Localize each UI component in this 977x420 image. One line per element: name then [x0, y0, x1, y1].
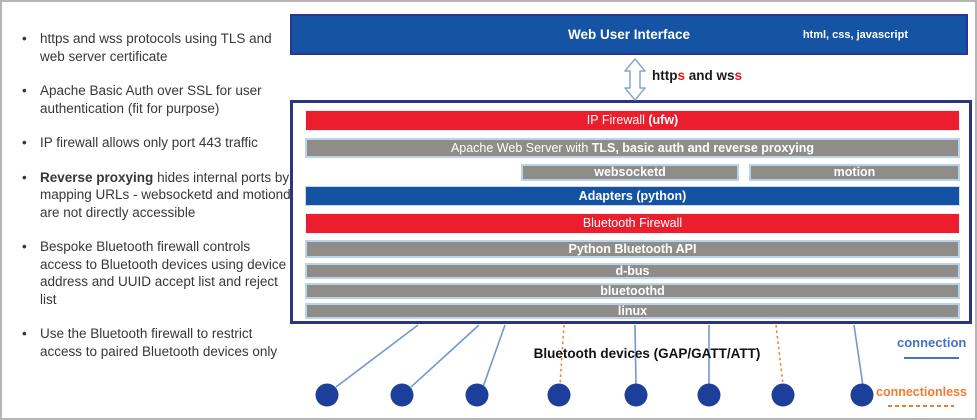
protocol-text: and ws	[685, 68, 735, 83]
layer-websocketd: websocketd	[521, 164, 739, 181]
bullet-text: hides internal ports by mapping URLs - w…	[40, 169, 291, 220]
security-notes-panel: https and wss protocols using TLS and we…	[2, 2, 292, 418]
layer-apache-web-server: Apache Web Server with TLS, basic auth a…	[305, 138, 960, 158]
bluetooth-devices-label: Bluetooth devices (GAP/GATT/ATT)	[533, 346, 761, 361]
protocol-s-accent: s	[677, 68, 685, 83]
bidirectional-arrow-icon	[624, 58, 646, 101]
layer-label-bold: (ufw)	[648, 113, 679, 127]
bullet-item: IP firewall allows only port 443 traffic	[20, 134, 292, 152]
connection-line	[410, 324, 480, 388]
protocol-text: http	[652, 68, 678, 83]
web-ui-title: Web User Interface	[567, 27, 691, 42]
bullet-text: https and wss protocols using TLS and we…	[40, 31, 272, 64]
layer-label-bold: TLS, basic auth and reverse proxying	[591, 141, 815, 155]
bullet-text: IP firewall allows only port 443 traffic	[40, 135, 258, 150]
protocol-label: https and wss	[652, 68, 742, 83]
bluetooth-device-dot	[771, 383, 795, 407]
legend-connectionless-label: connectionless	[876, 385, 967, 399]
layer-motion: motion	[749, 164, 960, 181]
layer-python-bluetooth-api: Python Bluetooth API	[305, 240, 960, 258]
legend-connection-label: connection	[897, 335, 967, 350]
bluetooth-device-dot	[315, 383, 339, 407]
layer-label: IP Firewall	[586, 113, 649, 127]
bluetooth-device-dot	[465, 383, 489, 407]
bullet-item: Apache Basic Auth over SSL for user auth…	[20, 82, 292, 117]
bullet-item: Use the Bluetooth firewall to restrict a…	[20, 325, 292, 360]
bullet-text: Use the Bluetooth firewall to restrict a…	[40, 326, 278, 359]
layer-bluetoothd: bluetoothd	[305, 283, 960, 299]
bullet-item: https and wss protocols using TLS and we…	[20, 30, 292, 65]
bluetooth-device-dot	[697, 383, 721, 407]
bullet-text: Bespoke Bluetooth firewall controls acce…	[40, 239, 287, 307]
bullet-text: Apache Basic Auth over SSL for user auth…	[40, 83, 262, 116]
web-user-interface-block: Web User Interface html, css, javascript	[290, 14, 968, 55]
layer-bluetooth-firewall: Bluetooth Firewall	[305, 213, 960, 234]
protocol-s-accent: s	[734, 68, 743, 83]
connectionless-line	[775, 324, 784, 386]
bluetooth-device-dot	[390, 383, 414, 407]
connection-line	[335, 324, 419, 388]
layer-linux: linux	[305, 303, 960, 319]
connection-line	[853, 324, 864, 387]
bullet-item: Bespoke Bluetooth firewall controls acce…	[20, 238, 292, 308]
security-notes-list: https and wss protocols using TLS and we…	[2, 2, 292, 360]
bluetooth-device-dot	[850, 383, 874, 407]
layer-label: Apache Web Server with	[450, 141, 592, 155]
web-ui-tech-label: html, css, javascript	[802, 28, 908, 41]
connection-line	[482, 324, 506, 388]
bluetooth-device-dot	[547, 383, 571, 407]
bullet-bold-text: Reverse proxying	[40, 169, 154, 185]
layer-adapters-python: Adapters (python)	[305, 186, 960, 206]
bluetooth-device-dot	[624, 383, 648, 407]
layer-d-bus: d-bus	[305, 263, 960, 279]
bullet-item: Reverse proxying hides internal ports by…	[20, 169, 292, 222]
layer-ip-firewall: IP Firewall (ufw)	[305, 110, 960, 131]
